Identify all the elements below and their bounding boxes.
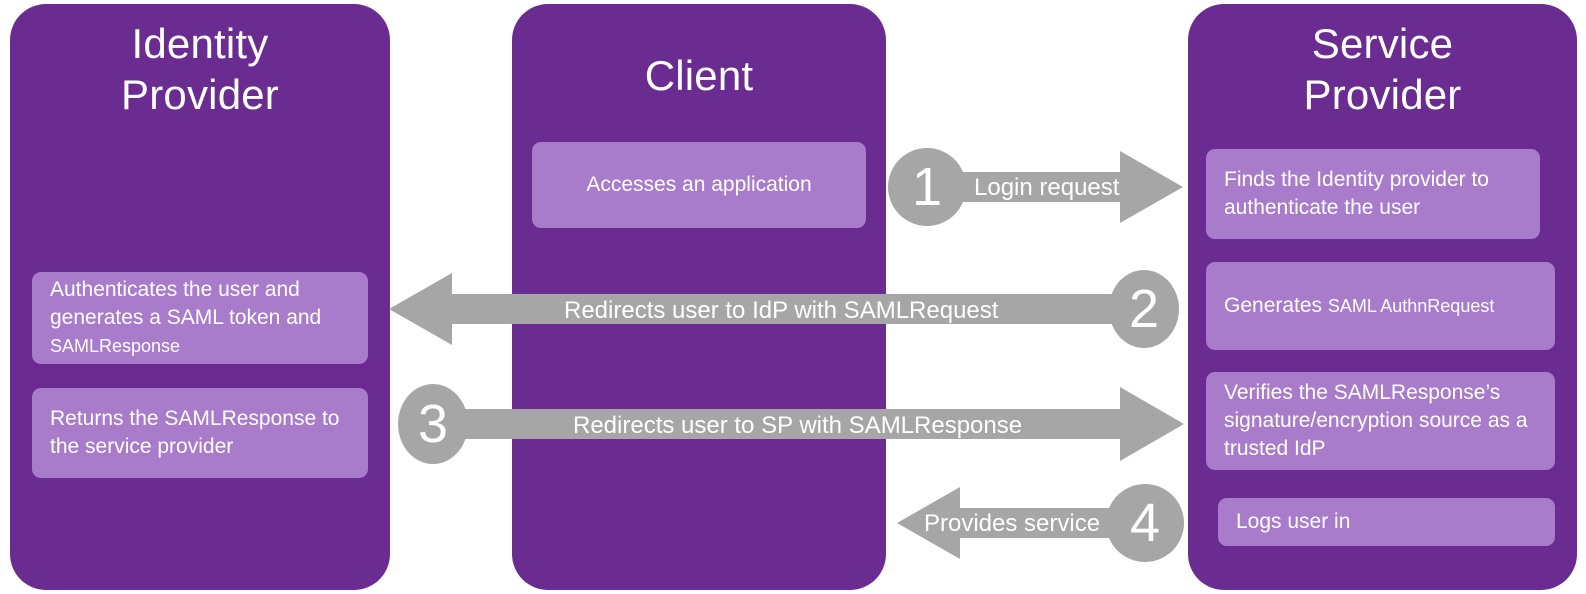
arrow-step-2: 2 Redirects user to IdP with SAMLRequest xyxy=(389,270,1179,348)
arrow-label-1: Login request xyxy=(974,174,1120,201)
column-title-identity-provider: Identity Provider xyxy=(10,18,390,120)
note-text-small: SAMLResponse xyxy=(50,335,181,356)
note-text-main: Returns the SAMLResponse to the service … xyxy=(50,407,340,458)
note-text-small: SAML AuthnRequest xyxy=(1327,296,1495,317)
arrow-right-shape xyxy=(924,151,1183,223)
column-title-client: Client xyxy=(512,50,886,101)
note-text-main: Verifies the SAMLResponse’s signature/en… xyxy=(1224,381,1528,460)
note-sp-logs-user-in: Logs user in xyxy=(1218,498,1555,546)
note-idp-authenticates-user: Authenticates the user and generates a S… xyxy=(32,272,368,364)
note-text-main: Authenticates the user and generates a S… xyxy=(50,278,322,330)
title-line-2: Provider xyxy=(121,71,279,119)
arrow-step-badge-3: 3 xyxy=(398,384,468,464)
title-line-1: Identity xyxy=(131,20,269,67)
arrow-label-3: Redirects user to SP with SAMLResponse xyxy=(573,412,1023,439)
note-client-accesses-application: Accesses an application xyxy=(532,142,866,228)
note-text-main: Finds the Identity provider to authentic… xyxy=(1224,168,1489,219)
arrow-step-number: 2 xyxy=(1128,279,1160,339)
note-text-main: Accesses an application xyxy=(586,173,812,197)
arrow-step-badge-1: 1 xyxy=(888,148,966,226)
arrow-step-badge-2: 2 xyxy=(1109,270,1179,348)
note-text-main: Logs user in xyxy=(1236,510,1351,534)
arrow-step-number: 3 xyxy=(417,394,449,454)
arrow-step-4: 4 Provides service xyxy=(897,484,1184,562)
arrow-label-4: Provides service xyxy=(924,510,1101,537)
note-sp-verifies-samlresponse: Verifies the SAMLResponse’s signature/en… xyxy=(1206,372,1555,470)
arrow-left-shape xyxy=(389,273,1143,345)
note-sp-generates-authnrequest: Generates SAML AuthnRequest xyxy=(1206,262,1555,350)
arrow-step-number: 4 xyxy=(1129,493,1161,553)
arrow-step-number: 1 xyxy=(911,157,943,217)
arrow-label-2: Redirects user to IdP with SAMLRequest xyxy=(564,297,999,324)
arrow-step-3: 3 Redirects user to SP with SAMLResponse xyxy=(398,384,1184,464)
title-line-1: Service xyxy=(1311,20,1454,67)
arrow-right-shape xyxy=(430,387,1184,461)
arrow-step-badge-4: 4 xyxy=(1106,484,1184,562)
title-line-2: Provider xyxy=(1303,71,1462,119)
column-title-service-provider: Service Provider xyxy=(1188,18,1577,120)
note-idp-returns-samlresponse: Returns the SAMLResponse to the service … xyxy=(32,388,368,478)
note-text-main: Generates xyxy=(1224,294,1328,318)
title-line-1: Client xyxy=(644,52,754,99)
arrow-left-shape xyxy=(897,487,1149,559)
note-sp-finds-identity-provider: Finds the Identity provider to authentic… xyxy=(1206,149,1540,239)
arrow-step-1: 1 Login request xyxy=(888,148,1184,226)
